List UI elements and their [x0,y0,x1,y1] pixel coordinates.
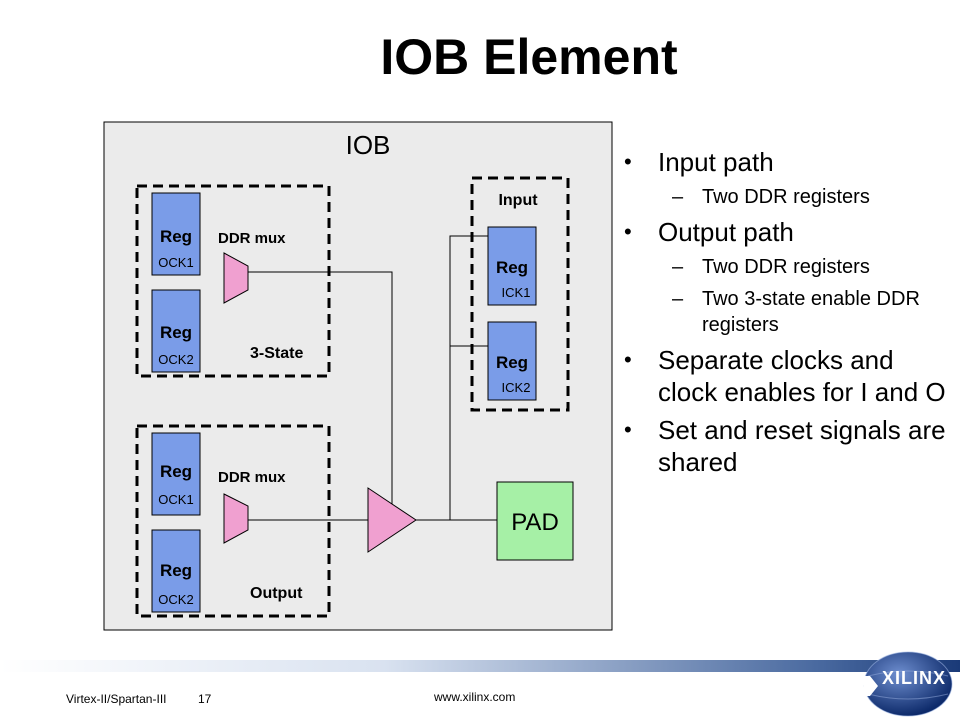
bullet-set-reset: •Set and reset signals are shared [624,415,946,477]
output-ddr-mux [223,493,249,544]
input-reg1 [487,226,537,306]
pad-box [496,481,574,561]
output-reg2-clock: OCK2 [158,592,193,607]
pad-label: PAD [511,509,559,536]
output-reg1-label: Reg [160,462,192,481]
sub-bullet: –Two DDR registers [672,256,870,278]
input-reg1-clock: ICK1 [502,285,531,300]
xilinx-logo: XILINX [848,646,954,718]
tristate-group-label: 3-State [250,345,303,362]
iob-label: IOB [346,130,391,160]
tristate-reg2-label: Reg [160,323,192,342]
bullet-separate-clocks: •Separate clocks and clock enables for I… [624,345,946,407]
input-reg2-clock: ICK2 [502,380,531,395]
bullet-dot-icon: • [624,347,632,372]
footer-url: www.xilinx.com [434,690,516,704]
wire-input-bus [449,235,488,520]
bullet-output-path: •Output path [624,217,794,247]
tristate-reg2-clock: OCK2 [158,352,193,367]
input-reg2 [487,321,537,401]
tristate-reg2 [151,289,201,373]
output-reg2-label: Reg [160,561,192,580]
tristate-reg1-label: Reg [160,227,192,246]
wires [248,235,497,521]
logo-text: XILINX [882,668,947,688]
output-reg1-clock: OCK1 [158,492,193,507]
tristate-group-box [135,184,331,378]
bullet-dot-icon: • [624,219,632,244]
output-reg1 [151,432,201,516]
footer-page-number: 17 [198,692,212,706]
slide-title: IOB Element [380,29,678,85]
tristate-mux-label: DDR mux [218,230,286,247]
footer-course-title: Virtex-II/Spartan-III [66,692,167,706]
output-group-box [135,424,331,618]
output-reg2 [151,529,201,613]
sub-bullet: –Two 3-state enable DDR registers [672,288,920,336]
bullet-dot-icon: • [624,149,632,174]
input-reg2-label: Reg [496,353,528,372]
wire-tristate-enable [248,271,393,504]
input-group-label: Input [498,192,538,209]
output-mux-label: DDR mux [218,469,286,486]
input-reg1-label: Reg [496,258,528,277]
input-group-box [470,176,570,412]
tristate-reg1 [151,192,201,276]
globe-icon [856,651,953,717]
tristate-reg1-clock: OCK1 [158,255,193,270]
bullet-input-path: •Input path [624,147,774,177]
bullet-list: •Input path –Two DDR registers •Output p… [622,146,952,484]
output-group-label: Output [250,585,303,602]
sub-bullet: –Two DDR registers [672,186,870,208]
tristate-ddr-mux [223,252,249,304]
footer-bar [0,660,960,672]
bullet-dot-icon: • [624,417,632,442]
